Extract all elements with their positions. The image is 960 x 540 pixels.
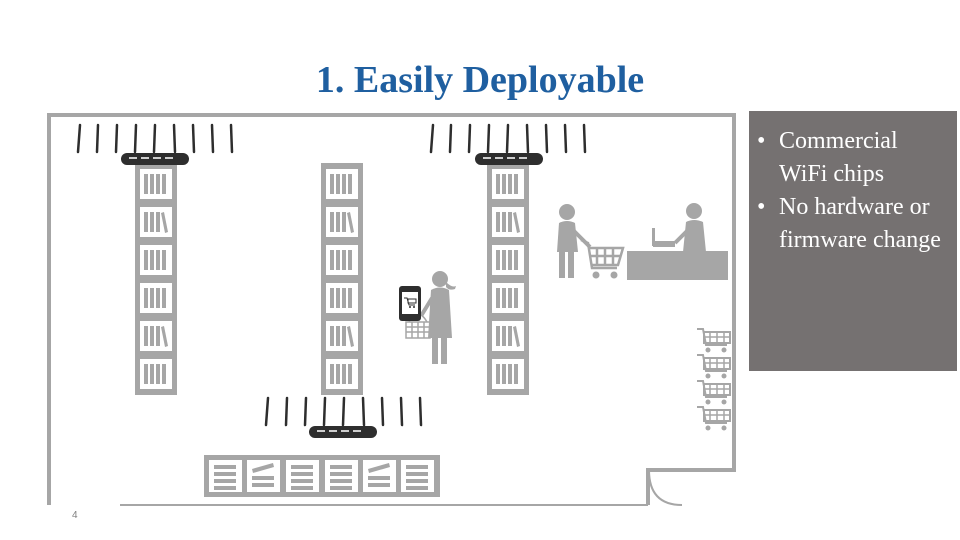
slide-title: 1. Easily Deployable (315, 59, 645, 101)
wifi-access-point-icon (121, 153, 189, 165)
bullet-list: Commercial WiFi chips No hardware or fir… (757, 125, 947, 257)
bookshelf-icon (487, 163, 529, 395)
smartphone-icon (399, 286, 421, 321)
bullet-item: Commercial WiFi chips (757, 125, 947, 191)
antenna-icon (429, 123, 587, 154)
shopper-with-basket-icon (405, 271, 456, 364)
wifi-access-point-icon (475, 153, 543, 165)
wifi-access-point-icon (309, 426, 377, 438)
shopper-with-cart-icon (557, 204, 625, 279)
store-door (648, 469, 683, 506)
antenna-icon (76, 123, 234, 154)
cashier-icon (673, 203, 706, 252)
bookshelf-icon (321, 163, 363, 395)
shopping-cart-icon (696, 328, 731, 432)
antenna-icon (264, 396, 423, 427)
bullet-item: No hardware or firmware change (757, 191, 947, 257)
bookshelf-icon (135, 163, 177, 395)
store-wall (47, 113, 736, 505)
page-number: 4 (72, 510, 78, 521)
bookshelf-icon (204, 455, 440, 497)
checkout-counter-icon (627, 228, 728, 280)
bullet-panel: Commercial WiFi chips No hardware or fir… (749, 111, 957, 371)
